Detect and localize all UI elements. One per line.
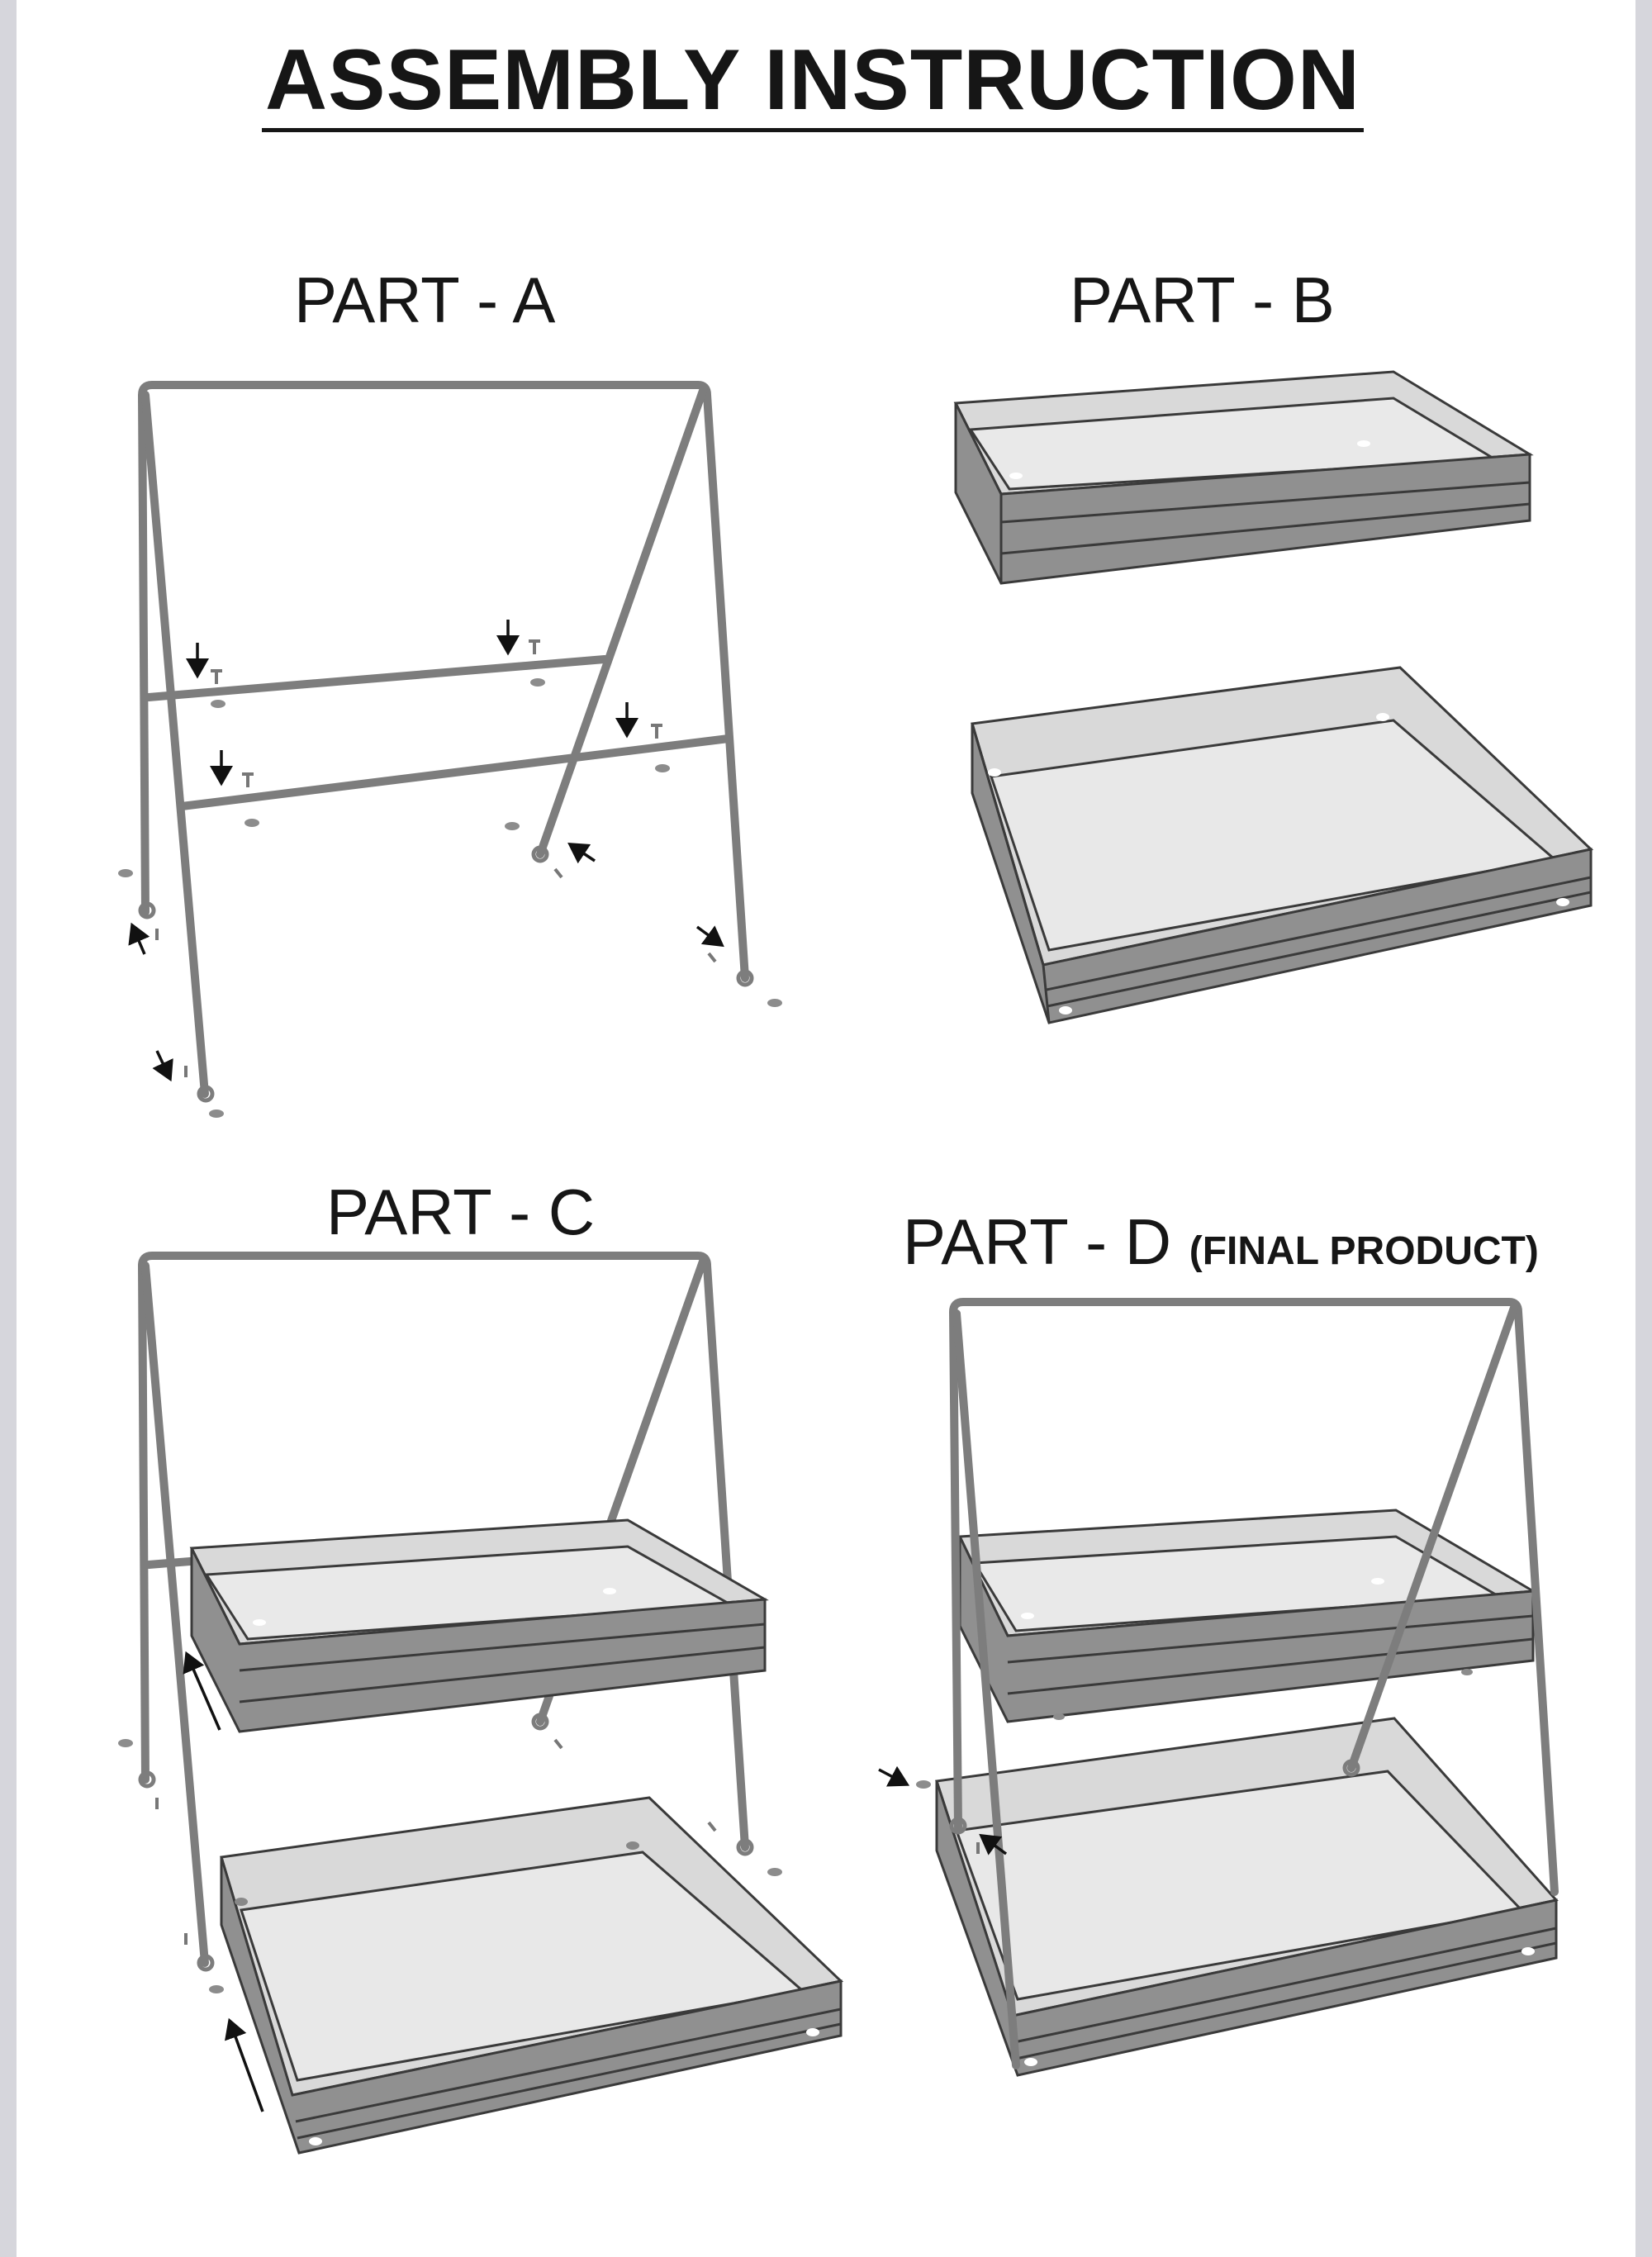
page-title: ASSEMBLY INSTRUCTION [0, 31, 1626, 132]
arrow-icon [979, 1833, 1008, 1855]
part-a-frame [138, 381, 754, 1103]
arrow-icon [152, 1050, 173, 1082]
foot-ring [531, 845, 549, 863]
foot-ring [736, 969, 754, 987]
foot-ring [197, 1085, 215, 1103]
arrow-icon [695, 925, 724, 948]
part-c-bottom-tray [220, 1796, 844, 2155]
arrow-icon [225, 2017, 264, 2112]
part-b-label: PART - B [1070, 264, 1335, 336]
arrow-icon [878, 1765, 910, 1787]
frame-outer-rail [138, 381, 749, 982]
part-b-large-tray [971, 666, 1594, 1024]
part-d-frame [949, 1298, 1559, 2069]
part-d-arrows [878, 1765, 1008, 1855]
part-b-small-tray [953, 370, 1534, 585]
part-c-label: PART - C [326, 1176, 596, 1248]
part-d-top-tray [957, 1509, 1537, 1723]
arrow-icon [183, 1651, 221, 1731]
final-product-note: (FINAL PRODUCT) [1189, 1229, 1539, 1273]
frame-lower-crossbar [178, 734, 733, 810]
part-d-screws [916, 1669, 1473, 1854]
frame-back-right-leg [536, 384, 708, 858]
frame-upper-crossbar [145, 655, 609, 701]
part-c-top-tray [189, 1518, 769, 1733]
part-a-label: PART - A [294, 264, 556, 336]
frame-front-left-leg [141, 391, 209, 1098]
arrow-icon [128, 922, 150, 955]
part-a-arrows [128, 620, 724, 1082]
part-c-arrows [183, 1651, 264, 2112]
part-d-label: PART - D (FINAL PRODUCT) [903, 1205, 1539, 1278]
part-d-bottom-tray [935, 1717, 1559, 2077]
foot-ring [138, 901, 156, 919]
part-a-screws [118, 639, 782, 1118]
arrow-icon [567, 843, 596, 864]
part-c-screws [118, 1738, 782, 1993]
